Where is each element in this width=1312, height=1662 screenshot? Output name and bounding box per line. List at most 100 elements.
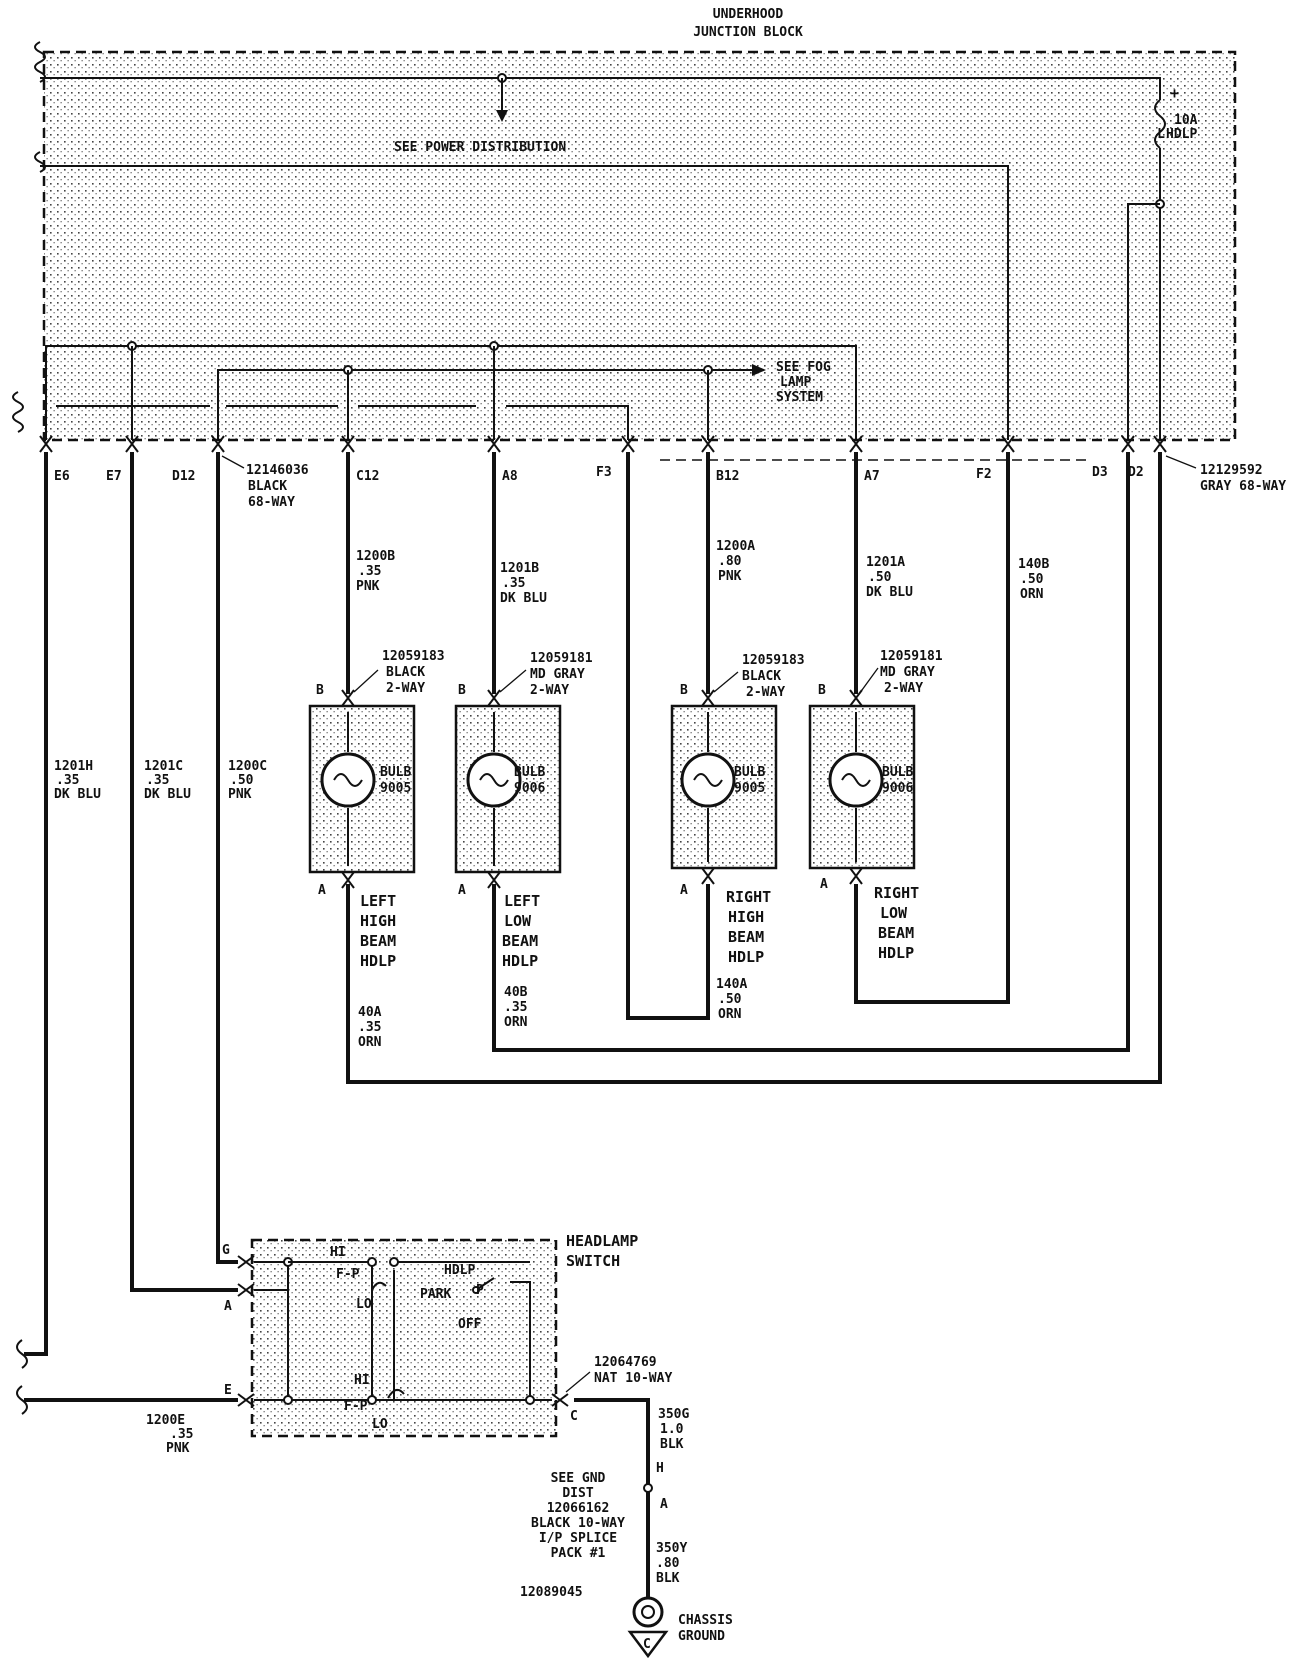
pin-arrow <box>237 1393 255 1407</box>
lamp-name-4: HDLP <box>728 948 764 966</box>
underhood-junction-block: UNDERHOOD JUNCTION BLOCK SEE POWER DISTR… <box>12 7 1237 442</box>
pin-arrow <box>849 867 863 885</box>
pin-d2: D2 <box>1128 465 1144 480</box>
junction-block-title-2: JUNCTION BLOCK <box>693 25 803 40</box>
lamp-conn-way: 2-WAY <box>530 683 569 698</box>
fuse-name: HDLP <box>1166 127 1197 142</box>
top-bus <box>40 77 1161 100</box>
switch-blade <box>387 1388 405 1399</box>
lamp-conn-way: 2-WAY <box>746 685 785 700</box>
pin-arrow <box>237 1255 255 1269</box>
right-connector-color: GRAY 68-WAY <box>1200 479 1286 494</box>
pin-arrow <box>341 871 355 889</box>
pin-a7: A7 <box>864 469 880 484</box>
junction-block-title-1: UNDERHOOD <box>713 7 784 22</box>
filament-icon <box>841 773 871 787</box>
switch-label-hdlp: HDLP <box>444 1263 475 1278</box>
switch-contact <box>389 1257 399 1267</box>
lamp-name-1: RIGHT <box>874 884 919 902</box>
wires <box>16 452 1162 1598</box>
lamp-conn-way: 2-WAY <box>884 681 923 696</box>
bulb-label: BULB <box>882 765 913 780</box>
pin-b12: B12 <box>716 469 739 484</box>
bulb-type: 9006 <box>882 781 913 796</box>
pin-arrow <box>341 689 355 707</box>
lamp-conn-part: 12059181 <box>880 649 943 664</box>
filament-icon <box>333 773 363 787</box>
splice-node <box>643 1483 653 1493</box>
pin-arrow <box>701 435 715 453</box>
lamp-pin-a: A <box>318 883 326 898</box>
splice-pack: H A SEE GND DIST 12066162 BLACK 10-WAY I… <box>531 1461 668 1561</box>
pin-a8: A8 <box>502 469 518 484</box>
lamp-name-1: LEFT <box>504 892 540 910</box>
wire-40b-id: 40B <box>504 985 528 1000</box>
pin-arrow <box>487 435 501 453</box>
leader <box>499 669 527 693</box>
break-symbol <box>34 151 46 173</box>
right-connector-part: 12129592 <box>1200 463 1263 478</box>
wire-1200a-id: 1200A <box>716 539 755 554</box>
lamp-left-high-beam: 12059183 BLACK 2-WAY B A BULB 9005 LEFT … <box>308 649 445 970</box>
pin-arrow <box>211 435 225 453</box>
lamp-conn-part: 12059183 <box>382 649 445 664</box>
lamp-conn-part: 12059183 <box>742 653 805 668</box>
lamp-right-high-beam: 12059183 BLACK 2-WAY B A BULB 9005 RIGHT… <box>670 653 805 966</box>
wire-1200b-gauge: .35 <box>358 564 381 579</box>
pin-arrow <box>237 1283 255 1297</box>
fuse-letter: L <box>1157 127 1165 142</box>
switch-line <box>510 1281 531 1400</box>
ground-name-1: CHASSIS <box>678 1613 733 1628</box>
pin-labels: E6 E7 D12 C12 A8 F3 B12 A7 F2 D3 D2 1214… <box>54 455 1286 510</box>
leader <box>713 671 739 693</box>
lamp-pin-b: B <box>458 683 466 698</box>
lamp-pin-a: A <box>820 877 828 892</box>
splice-text-1: SEE GND <box>551 1471 606 1486</box>
ground-name-2: GROUND <box>678 1629 725 1644</box>
switch-label-hi-top: HI <box>330 1245 346 1260</box>
fuse-plus: + <box>1170 84 1179 102</box>
ground-part: 12089045 <box>520 1585 583 1600</box>
wire-350g <box>574 1398 650 1488</box>
splice-pin-a: A <box>660 1497 668 1512</box>
pin-f2: F2 <box>976 467 992 482</box>
switch-label-park: PARK <box>420 1287 451 1302</box>
switch-pin-c: C <box>570 1409 578 1424</box>
wire-140a-id: 140A <box>716 977 747 992</box>
switch-conn-part: 12064769 <box>594 1355 657 1370</box>
wire-1201a-id: 1201A <box>866 555 905 570</box>
bulb-type: 9005 <box>734 781 765 796</box>
switch-label-p: P <box>476 1283 484 1298</box>
wire-1201h-gauge: .35 <box>56 773 79 788</box>
switch-title-2: SWITCH <box>566 1252 620 1270</box>
pin-arrow <box>849 689 863 707</box>
pin-d3: D3 <box>1092 465 1108 480</box>
fog-arrow-head <box>752 364 766 376</box>
break-symbol <box>16 1385 28 1415</box>
leader <box>861 667 879 691</box>
switch-blade <box>371 1281 387 1291</box>
left-connector-part: 12146036 <box>246 463 309 478</box>
switch-outline <box>250 1238 558 1438</box>
lamp-name-4: HDLP <box>360 952 396 970</box>
lamp-left-low-beam: 12059181 MD GRAY 2-WAY B A BULB 9006 LEF… <box>454 651 593 970</box>
pin-arrow <box>487 689 501 707</box>
pin-arrow <box>1001 435 1015 453</box>
wire-140b <box>854 452 1010 1004</box>
wire-350g-color: BLK <box>660 1437 684 1452</box>
wire-1201c-gauge: .35 <box>146 773 169 788</box>
pin-d12: D12 <box>172 469 195 484</box>
switch-pin-a: A <box>224 1299 232 1314</box>
ground-symbol-icon <box>627 1630 669 1659</box>
pin-arrow <box>39 435 53 453</box>
ground-eyelet-inner <box>641 1605 655 1619</box>
power-distribution-note: SEE POWER DISTRIBUTION <box>394 140 566 155</box>
leader <box>353 669 379 693</box>
wire-140a-gauge: .50 <box>718 992 742 1007</box>
leader <box>565 1371 591 1393</box>
lamp-pin-b: B <box>818 683 826 698</box>
wire-1200e-id: 1200E <box>146 1413 185 1428</box>
wire-1201h <box>24 452 48 1356</box>
junction-block-shading <box>44 52 1235 440</box>
wire-350y-id: 350Y <box>656 1541 687 1556</box>
